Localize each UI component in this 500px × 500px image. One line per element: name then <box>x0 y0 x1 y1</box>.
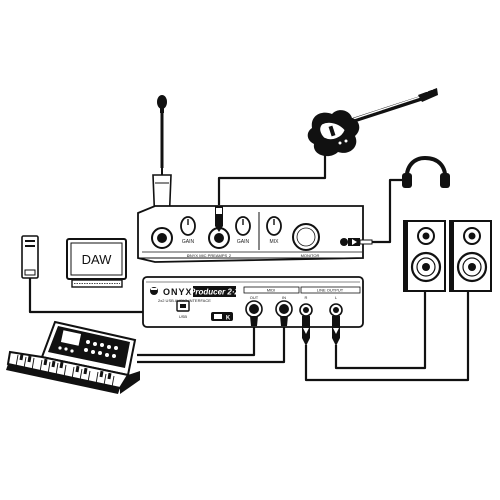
electric-guitar-icon <box>307 88 438 157</box>
mackie-logo <box>150 287 158 295</box>
gain-1-knob[interactable] <box>180 216 196 236</box>
headphones-icon <box>402 155 450 188</box>
synthesizer-icon <box>6 320 140 394</box>
mix-knob[interactable] <box>266 216 282 236</box>
computer-monitor: DAW <box>66 238 127 288</box>
line-out-l-port[interactable] <box>329 303 343 317</box>
midi-in-cable <box>137 322 286 364</box>
guitar-cable <box>217 140 327 205</box>
midi-out-port[interactable] <box>245 300 263 318</box>
headphone-jack[interactable] <box>340 238 348 246</box>
midi-out-label: OUT <box>250 295 259 300</box>
brand-logo-text: ONYX <box>163 287 193 297</box>
speaker-left <box>449 220 492 292</box>
interface-front-panel: GAIN 1 GAIN 2 ONYX MIC PREAMPS MIX MONIT… <box>137 205 373 263</box>
monitor-knob[interactable] <box>292 223 320 251</box>
midi-in-label: IN <box>282 295 286 300</box>
midi-in-port[interactable] <box>275 300 293 318</box>
daw-screen-label: DAW <box>82 252 113 267</box>
model-logo-text: Producer 2·2 <box>190 288 239 297</box>
gain-2-label: GAIN <box>237 239 250 245</box>
channel-2-label: 2 <box>229 253 232 258</box>
mix-label: MIX <box>270 239 280 245</box>
computer: DAW <box>21 235 127 288</box>
computer-tower <box>21 235 39 279</box>
channel-1-label: 1 <box>187 253 190 258</box>
usb-label: USB <box>179 314 188 319</box>
speaker-right <box>403 220 446 292</box>
power-k-glyph: K <box>226 316 231 322</box>
line-out-l-cable <box>304 292 470 382</box>
interface-back-panel: ONYX Producer 2·2 2x2 USB AUDIO INTERFAC… <box>142 276 364 346</box>
line-out-r-cable <box>334 292 427 370</box>
monitor-label: MONITOR <box>301 253 320 258</box>
gain-1-label: GAIN <box>182 239 195 245</box>
line-r-label: R <box>305 295 308 300</box>
line-l-label: L <box>335 295 338 300</box>
preamps-label: ONYX MIC PREAMPS <box>187 253 228 258</box>
line-output-label: LINE OUTPUT <box>317 288 344 293</box>
studio-monitor-icon <box>403 220 492 292</box>
midi-out-cable <box>137 322 256 357</box>
line-out-r-port[interactable] <box>299 303 313 317</box>
headphones-cable <box>370 178 404 244</box>
midi-label: MIDI <box>267 288 275 293</box>
gain-2-knob[interactable] <box>235 216 251 236</box>
